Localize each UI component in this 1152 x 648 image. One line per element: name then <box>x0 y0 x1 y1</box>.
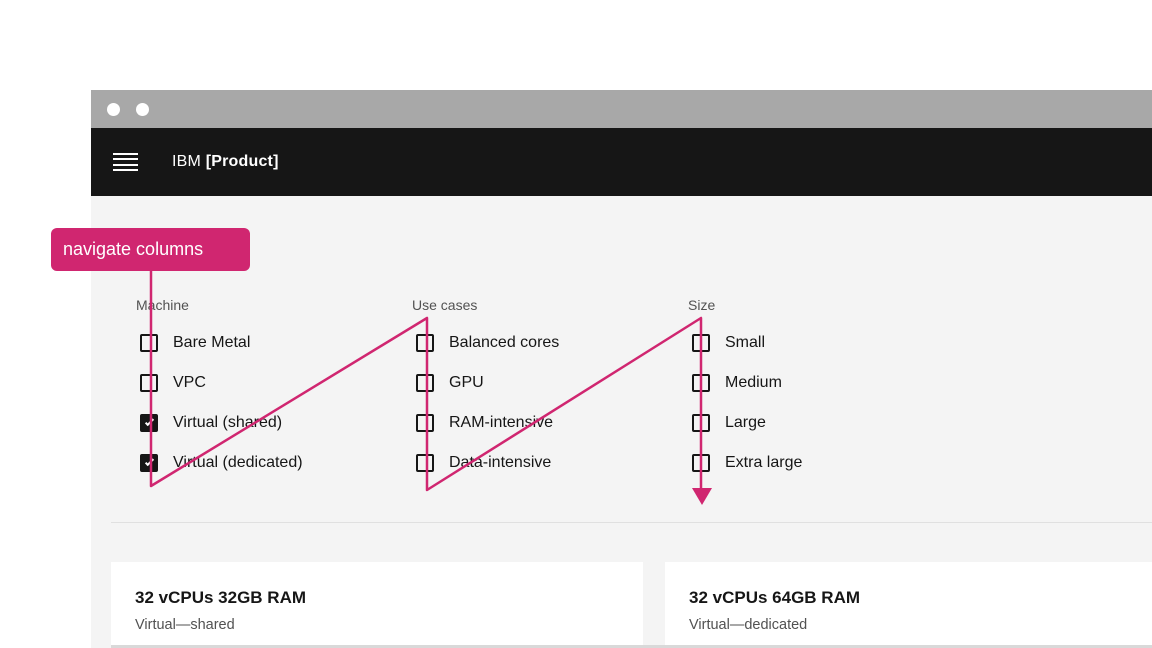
hamburger-menu-icon[interactable] <box>113 152 138 172</box>
checkbox-option-balanced-cores[interactable]: Balanced cores <box>412 333 559 353</box>
product-name: [Product] <box>205 153 279 170</box>
checkbox[interactable] <box>416 414 434 432</box>
checkbox-label: Data-intensive <box>449 454 552 471</box>
window-titlebar <box>91 90 1152 128</box>
checkbox-option-data-intensive[interactable]: Data-intensive <box>412 453 559 473</box>
result-card-title: 32 vCPUs 64GB RAM <box>689 588 861 607</box>
checkmark-icon <box>144 456 154 467</box>
window-control-dot[interactable] <box>136 102 149 116</box>
filter-group-label: Machine <box>136 297 189 313</box>
checkbox-option-gpu[interactable]: GPU <box>412 373 559 393</box>
result-card-subtitle: Virtual—shared <box>135 617 235 633</box>
checkmark-icon <box>144 416 154 427</box>
filter-group-machine: Machine Bare Metal VPC Virtual (shared) … <box>136 297 303 493</box>
checkbox-label: Small <box>725 334 766 351</box>
checkbox[interactable] <box>140 414 158 432</box>
checkbox-option-virtual-shared[interactable]: Virtual (shared) <box>136 413 303 433</box>
checkbox-label: Bare Metal <box>173 334 251 351</box>
checkbox[interactable] <box>416 454 434 472</box>
annotation-tooltip: navigate columns <box>51 228 250 271</box>
result-card-title: 32 vCPUs 32GB RAM <box>135 588 307 607</box>
checkbox-label: RAM-intensive <box>449 414 554 431</box>
checkbox-label: Extra large <box>725 454 803 471</box>
checkbox-label: Medium <box>725 374 782 391</box>
checkbox-label: Large <box>725 414 766 431</box>
checkbox[interactable] <box>140 334 158 352</box>
filter-group-label: Use cases <box>412 297 478 313</box>
checkbox-option-large[interactable]: Large <box>688 413 802 433</box>
checkbox-option-ram-intensive[interactable]: RAM-intensive <box>412 413 559 433</box>
main-content: Machine Bare Metal VPC Virtual (shared) … <box>91 196 1152 648</box>
checkbox-option-bare-metal[interactable]: Bare Metal <box>136 333 303 353</box>
filter-group-size: Size Small Medium Large Extra large <box>688 297 802 493</box>
checkbox-label: VPC <box>173 374 206 391</box>
filter-group-label: Size <box>688 297 716 313</box>
checkbox[interactable] <box>140 454 158 472</box>
checkbox[interactable] <box>692 374 710 392</box>
checkbox[interactable] <box>416 374 434 392</box>
section-divider <box>111 522 1152 523</box>
result-card-subtitle: Virtual—dedicated <box>689 617 808 633</box>
result-card[interactable]: 32 vCPUs 32GB RAM Virtual—shared <box>111 562 643 648</box>
checkbox-label: GPU <box>449 374 484 391</box>
checkbox[interactable] <box>140 374 158 392</box>
checkbox-label: Balanced cores <box>449 334 560 351</box>
checkbox-label: Virtual (dedicated) <box>173 454 303 471</box>
checkbox-option-extra-large[interactable]: Extra large <box>688 453 802 473</box>
app-title: IBM [Product] <box>172 153 279 171</box>
filter-group-use-cases: Use cases Balanced cores GPU RAM-intensi… <box>412 297 559 493</box>
browser-window: IBM [Product] Machine Bare Metal VPC Vir… <box>91 90 1152 648</box>
checkbox-label: Virtual (shared) <box>173 414 283 431</box>
checkbox-option-medium[interactable]: Medium <box>688 373 802 393</box>
result-card[interactable]: 32 vCPUs 64GB RAM Virtual—dedicated <box>665 562 1152 648</box>
checkbox-option-virtual-dedicated[interactable]: Virtual (dedicated) <box>136 453 303 473</box>
checkbox[interactable] <box>692 334 710 352</box>
checkbox-option-small[interactable]: Small <box>688 333 802 353</box>
app-header: IBM [Product] <box>91 128 1152 196</box>
brand-name: IBM <box>172 153 202 170</box>
window-control-dot[interactable] <box>107 102 120 116</box>
checkbox[interactable] <box>692 414 710 432</box>
window-bottom-edge <box>111 645 1152 648</box>
checkbox[interactable] <box>416 334 434 352</box>
checkbox[interactable] <box>692 454 710 472</box>
checkbox-option-vpc[interactable]: VPC <box>136 373 303 393</box>
